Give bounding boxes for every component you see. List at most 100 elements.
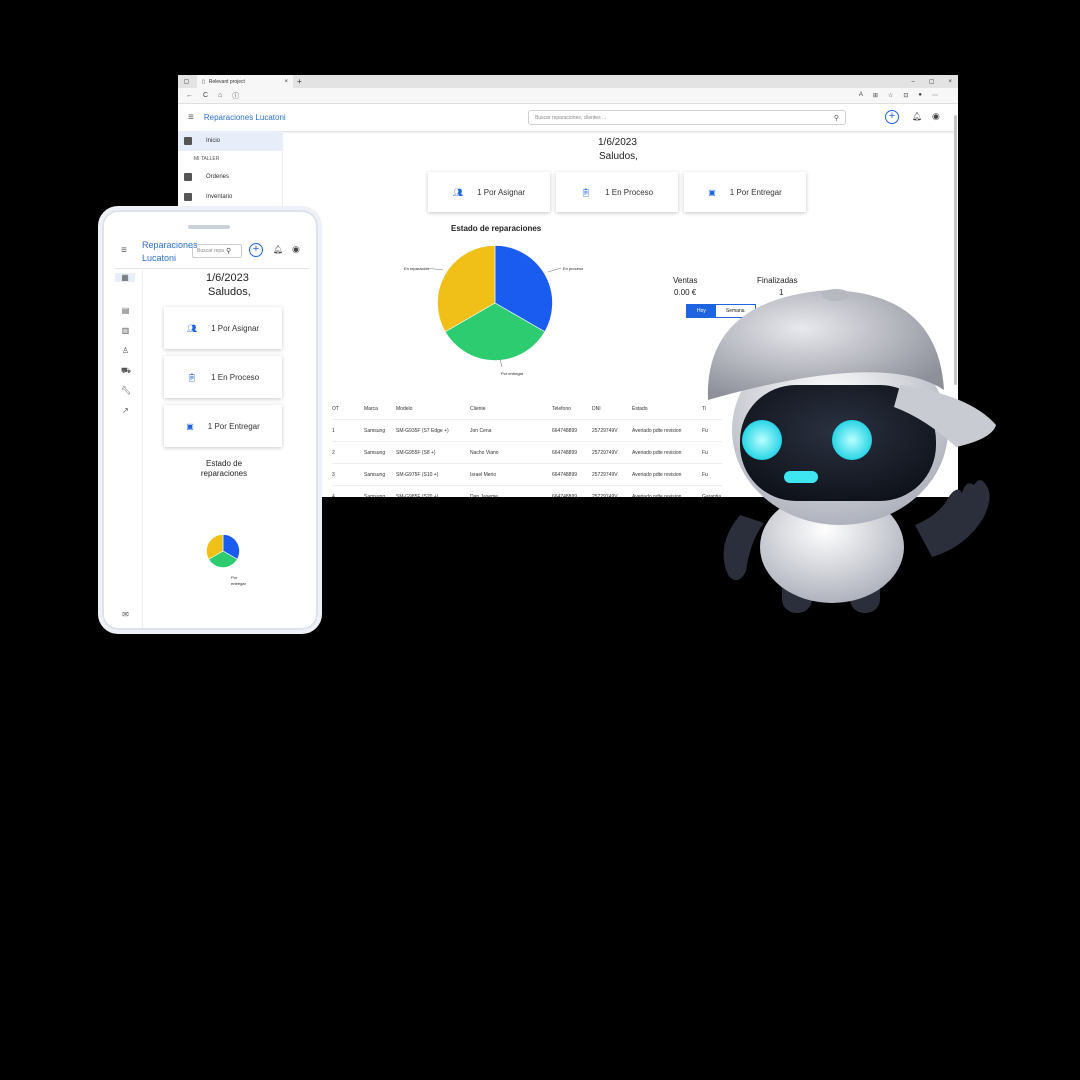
card-en-proceso[interactable]: 📋︎ 1 En Proceso: [164, 356, 282, 398]
app-brand[interactable]: Reparaciones Lucatoni: [203, 113, 286, 122]
table-header[interactable]: Ti: [702, 405, 706, 412]
refresh-icon[interactable]: C: [203, 92, 209, 99]
tab-strip: ▢ ▯ Relevant project × + – ▢ ×: [178, 75, 958, 88]
wrench-icon[interactable]: 🔧︎: [121, 386, 132, 395]
clipboard-icon: 📋︎: [580, 187, 592, 197]
pie-label-por-entregar: Por entregar: [501, 371, 524, 376]
pie-label-line: Por: [231, 575, 238, 580]
home-icon[interactable]: ⌂: [218, 92, 223, 99]
card-label: 1 Por Entregar: [207, 421, 260, 431]
sidebar-item-inicio[interactable]: Inicio: [178, 131, 282, 151]
maximize-icon[interactable]: ▢: [928, 79, 935, 85]
table-cell: 25729749V: [592, 427, 618, 434]
card-label: 1 Por Asignar: [211, 323, 260, 333]
scrollbar[interactable]: [954, 115, 957, 385]
card-por-entregar[interactable]: ▣ 1 Por Entregar: [684, 172, 806, 212]
table-header[interactable]: Telefono: [552, 405, 571, 412]
user-icon[interactable]: ♙: [121, 346, 130, 355]
phone-nav-rail: ▦ ▤ ▥ ♙ ⛟ 🔧︎ ↗ ✉: [114, 268, 143, 628]
apps-icon[interactable]: ⊞: [872, 93, 878, 99]
collections-icon[interactable]: ⊡: [903, 93, 909, 99]
phone-status-pie-chart: [206, 534, 240, 568]
more-icon[interactable]: ⋯: [932, 93, 938, 99]
bell-icon[interactable]: 🔔︎: [912, 112, 923, 121]
dashboard-icon: [184, 137, 192, 145]
sidebar-item-ordenes[interactable]: Ordenes: [178, 167, 282, 187]
bell-icon[interactable]: 🔔︎: [273, 245, 284, 254]
table-header[interactable]: Cliente: [470, 405, 486, 412]
profile-icon[interactable]: ●: [918, 92, 922, 98]
robot-cap-brim: [894, 385, 996, 447]
table-header[interactable]: OT: [332, 405, 339, 412]
search-input[interactable]: Buscar reparaciones, clientes ... ⚲: [528, 110, 846, 125]
table-header[interactable]: Estado: [632, 405, 648, 412]
card-por-asignar[interactable]: 👥︎ 1 Por Asignar: [164, 307, 282, 349]
close-tab-icon[interactable]: ×: [284, 78, 288, 85]
account-icon[interactable]: ◉: [932, 111, 940, 121]
truck-icon[interactable]: ⛟: [121, 366, 132, 375]
site-info-icon[interactable]: ⓘ: [232, 92, 240, 100]
dashboard-icon[interactable]: ▦: [115, 273, 135, 282]
app-header: ≡ Reparaciones Lucatoni Buscar reparacio…: [178, 104, 958, 132]
sidebar-item-inventario[interactable]: Inventario: [178, 187, 282, 207]
robot-right-eye: [832, 420, 872, 460]
pie-slice-en-proceso[interactable]: [494, 245, 553, 333]
robot-cap-button: [822, 289, 850, 301]
chart-icon[interactable]: ↗: [122, 406, 129, 415]
read-aloud-icon[interactable]: A: [858, 92, 863, 98]
orders-icon: [184, 173, 192, 181]
search-icon[interactable]: ⚲: [225, 248, 232, 255]
hamburger-menu-icon[interactable]: ≡: [188, 112, 194, 123]
minimize-icon[interactable]: –: [911, 78, 915, 85]
robot-mouth: [784, 471, 818, 483]
box-icon: ▣: [708, 187, 716, 197]
mail-icon[interactable]: ✉: [122, 610, 129, 619]
table-cell: SM-G935F (S7 Edge +): [396, 427, 449, 434]
add-button[interactable]: +: [249, 243, 263, 257]
table-header[interactable]: Modelo: [396, 405, 413, 412]
period-semana-button[interactable]: Semana: [725, 308, 745, 314]
table-cell: SM-G975F (S10 +): [396, 471, 439, 478]
phone-brand[interactable]: Reparaciones Lucatoni: [142, 239, 198, 265]
search-input[interactable]: Buscar repa ⚲: [192, 244, 242, 258]
table-header[interactable]: DNI: [592, 405, 601, 412]
close-window-icon[interactable]: ×: [948, 78, 952, 85]
table-cell: Samsung: [364, 427, 386, 434]
table-cell: Samsung: [364, 493, 386, 498]
robot-right-hand: [915, 480, 990, 557]
tab-actions-icon[interactable]: ▢: [183, 79, 190, 85]
tab-title: Relevant project: [208, 78, 245, 85]
favorites-icon[interactable]: ☆: [887, 93, 894, 99]
address-bar: ← C ⌂ ⓘ A ⊞ ☆ ⊡ ● ⋯: [178, 88, 958, 104]
search-placeholder: Buscar reparaciones, clientes ...: [535, 114, 607, 121]
pie-slice-en-reparación[interactable]: [437, 245, 496, 333]
inventory-icon[interactable]: ▥: [121, 326, 130, 335]
card-por-asignar[interactable]: 👥︎ 1 Por Asignar: [428, 172, 550, 212]
add-button[interactable]: +: [885, 110, 899, 124]
table-cell: Garantia: [702, 493, 722, 498]
table-header[interactable]: Marca: [364, 405, 378, 412]
pie-slice-por-entregar[interactable]: [444, 302, 546, 361]
pie-label-line: entregar: [231, 581, 246, 586]
pie-leader-lines: [425, 267, 562, 368]
account-icon[interactable]: ◉: [292, 244, 300, 254]
hamburger-menu-icon[interactable]: ≡: [121, 245, 127, 256]
period-hoy-button[interactable]: Hoy: [687, 305, 716, 317]
back-icon[interactable]: ←: [186, 92, 193, 99]
search-placeholder: Buscar repa: [197, 248, 224, 254]
robot-left-eye: [742, 420, 782, 460]
table-cell: Fu: [702, 427, 708, 434]
pie-slice-en-reparación[interactable]: [206, 534, 224, 560]
search-icon[interactable]: ⚲: [833, 114, 839, 122]
pie-slice-por-entregar[interactable]: [208, 550, 238, 568]
card-por-entregar[interactable]: ▣ 1 Por Entregar: [164, 405, 282, 447]
orders-icon[interactable]: ▤: [121, 306, 130, 315]
new-tab-button[interactable]: +: [297, 77, 302, 86]
browser-tab[interactable]: ▯ Relevant project ×: [197, 75, 293, 88]
table-cell: 25729749V: [592, 449, 618, 456]
card-en-proceso[interactable]: 📋︎ 1 En Proceso: [556, 172, 678, 212]
